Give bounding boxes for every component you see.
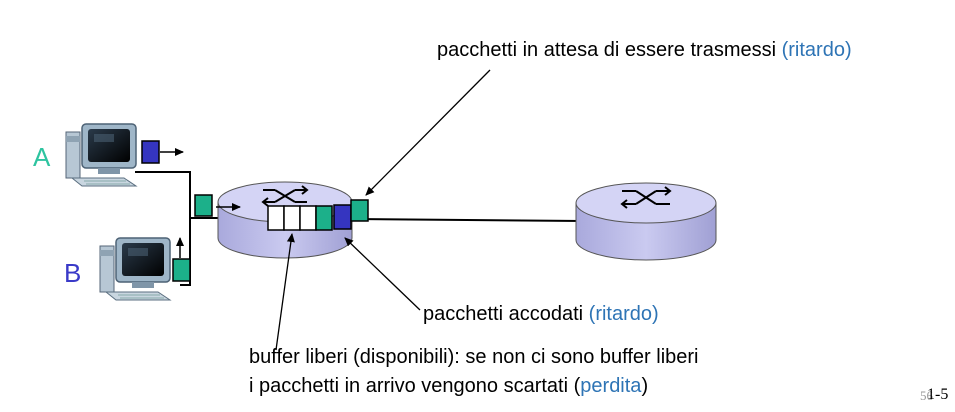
queued-packet-blue: [333, 204, 352, 230]
label-free-buffers-line2-text: i pacchetti in arrivo vengono scartati (: [249, 375, 581, 397]
packet-host-a: [141, 140, 160, 164]
host-a-label: A: [33, 142, 51, 172]
callout-arrow-queued: [344, 237, 421, 311]
free-buffer-slot: [283, 205, 301, 231]
host-a-computer-icon: [65, 123, 138, 187]
packet-incoming-to-router: [194, 194, 213, 217]
label-transmitting-text: pacchetti in attesa di essere trasmessi: [437, 39, 782, 61]
label-free-buffers-line2-emphasis: perdita: [580, 375, 642, 397]
label-free-buffers-line2-tail: ): [641, 375, 649, 397]
free-buffer-slot: [267, 205, 285, 231]
packet-being-transmitted: [350, 199, 369, 222]
host-b-label: B: [64, 258, 82, 288]
label-transmitting: pacchetti in attesa di essere trasmessi …: [437, 38, 852, 62]
callout-arrow-free-buffers: [275, 233, 295, 351]
router-right: [575, 182, 717, 261]
label-queued-text: pacchetti accodati: [423, 303, 589, 325]
host-b-computer-icon: [99, 237, 172, 301]
label-queued: pacchetti accodati (ritardo): [423, 302, 659, 326]
network-links: [135, 171, 583, 286]
router-right-cross-arrows-icon: [620, 186, 672, 209]
link-host-b: [180, 218, 191, 286]
packet-host-b: [172, 258, 191, 282]
label-free-buffers-line1: buffer liberi (disponibili): se non ci s…: [249, 346, 699, 368]
link-router-router: [351, 218, 583, 222]
label-transmitting-emphasis: (ritardo): [781, 39, 852, 61]
queued-packet-green: [315, 205, 333, 231]
output-queue-buffer: [267, 204, 352, 231]
slide-number-ghost: 56: [920, 388, 933, 403]
slide-number: 1-5: [927, 386, 949, 403]
router-left-cross-arrows-icon: [261, 185, 309, 207]
free-buffer-slot: [299, 205, 317, 231]
label-free-buffers-line2: i pacchetti in arrivo vengono scartati (…: [249, 374, 648, 398]
link-host-a: [135, 171, 218, 219]
callout-arrow-transmitting: [365, 69, 491, 196]
label-queued-emphasis: (ritardo): [588, 303, 659, 325]
